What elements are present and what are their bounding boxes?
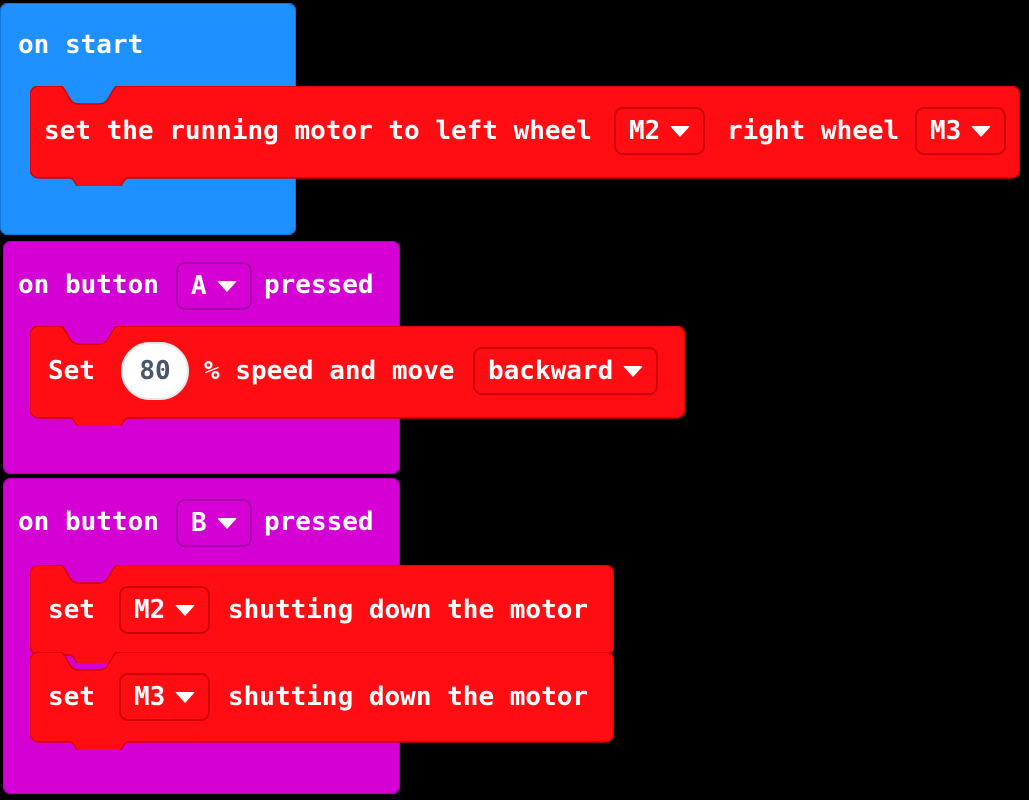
chevron-down-icon (216, 280, 237, 292)
set-running-motor-block[interactable] (30, 86, 1020, 186)
chevron-down-icon (670, 125, 691, 137)
speed-percent-value: 80 (139, 356, 171, 386)
stop-motor-selector-m3-dropdown[interactable]: M3 (119, 673, 211, 721)
chevron-down-icon (623, 365, 644, 377)
chevron-down-icon (175, 691, 196, 703)
on-button-b-label-after: pressed (264, 507, 374, 537)
chevron-down-icon (216, 517, 237, 529)
stop-motor-m2-label-2: shutting down the motor (228, 595, 589, 625)
stop-motor-selector-m3-value: M3 (134, 682, 166, 712)
chevron-down-icon (175, 604, 196, 616)
stop-motor-m2-label-1: set (48, 595, 95, 625)
right-wheel-motor-dropdown[interactable]: M3 (915, 107, 1007, 155)
on-button-a-label-after: pressed (264, 270, 374, 300)
on-button-b-label-before: on button (18, 507, 159, 537)
left-wheel-motor-value: M2 (629, 116, 661, 146)
button-selector-a-dropdown[interactable]: A (176, 262, 252, 310)
stop-motor-selector-m2-value: M2 (134, 595, 166, 625)
set-running-motor-label-1: set the running motor to left wheel (44, 116, 592, 146)
button-selector-a-value: A (191, 271, 207, 301)
set-running-motor-label-2: right wheel (727, 116, 900, 146)
move-direction-dropdown[interactable]: backward (473, 347, 659, 395)
set-speed-label-1: Set (48, 356, 95, 386)
chevron-down-icon (971, 125, 992, 137)
stop-motor-m3-label-1: set (48, 682, 95, 712)
stop-motor-m3-label-2: shutting down the motor (228, 682, 589, 712)
button-selector-b-value: B (191, 508, 207, 538)
right-wheel-motor-value: M3 (930, 116, 962, 146)
move-direction-value: backward (488, 356, 614, 386)
set-speed-label-2: % speed and move (204, 356, 455, 386)
on-start-label: on start (18, 30, 144, 60)
on-button-a-label-before: on button (18, 270, 159, 300)
stop-motor-selector-m2-dropdown[interactable]: M2 (119, 586, 211, 634)
left-wheel-motor-dropdown[interactable]: M2 (614, 107, 706, 155)
button-selector-b-dropdown[interactable]: B (176, 499, 252, 547)
speed-percent-input[interactable]: 80 (121, 342, 189, 400)
